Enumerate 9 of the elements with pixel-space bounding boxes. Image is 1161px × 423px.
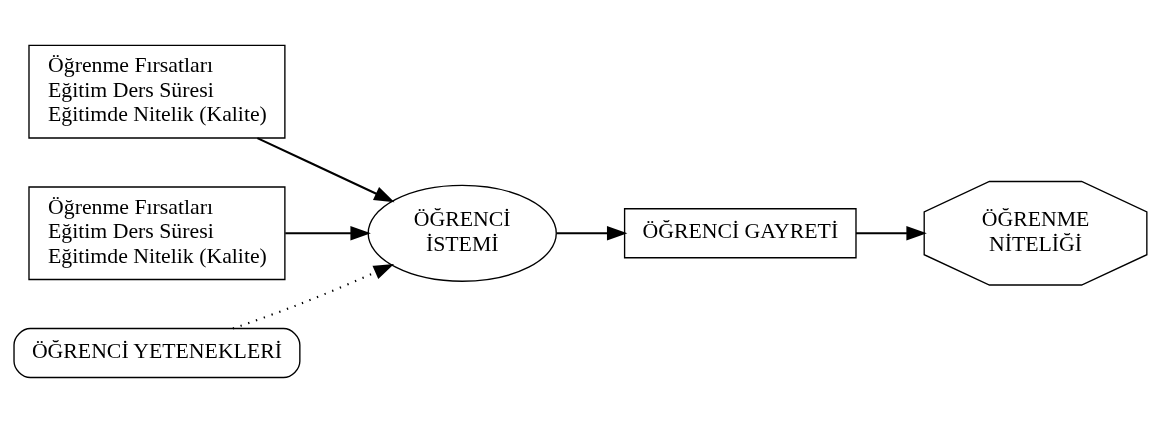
arrow (285, 226, 371, 241)
arrow (232, 264, 395, 330)
arrow (856, 226, 927, 241)
node-box: Öğrenme Fırsatları Eğitim Ders Süresi Eğitimde Nitelik (Kalite) (28, 186, 286, 281)
arrow (256, 137, 395, 203)
node-box: ÖĞRENCİ GAYRETİ (623, 208, 857, 259)
node-box: Öğrenme Fırsatları Eğitim Ders Süresi Eğitimde Nitelik (Kalite) (28, 44, 286, 139)
arrow (556, 226, 628, 241)
node-box: ÖĞRENCİ YETENEKLERİ (13, 327, 301, 379)
